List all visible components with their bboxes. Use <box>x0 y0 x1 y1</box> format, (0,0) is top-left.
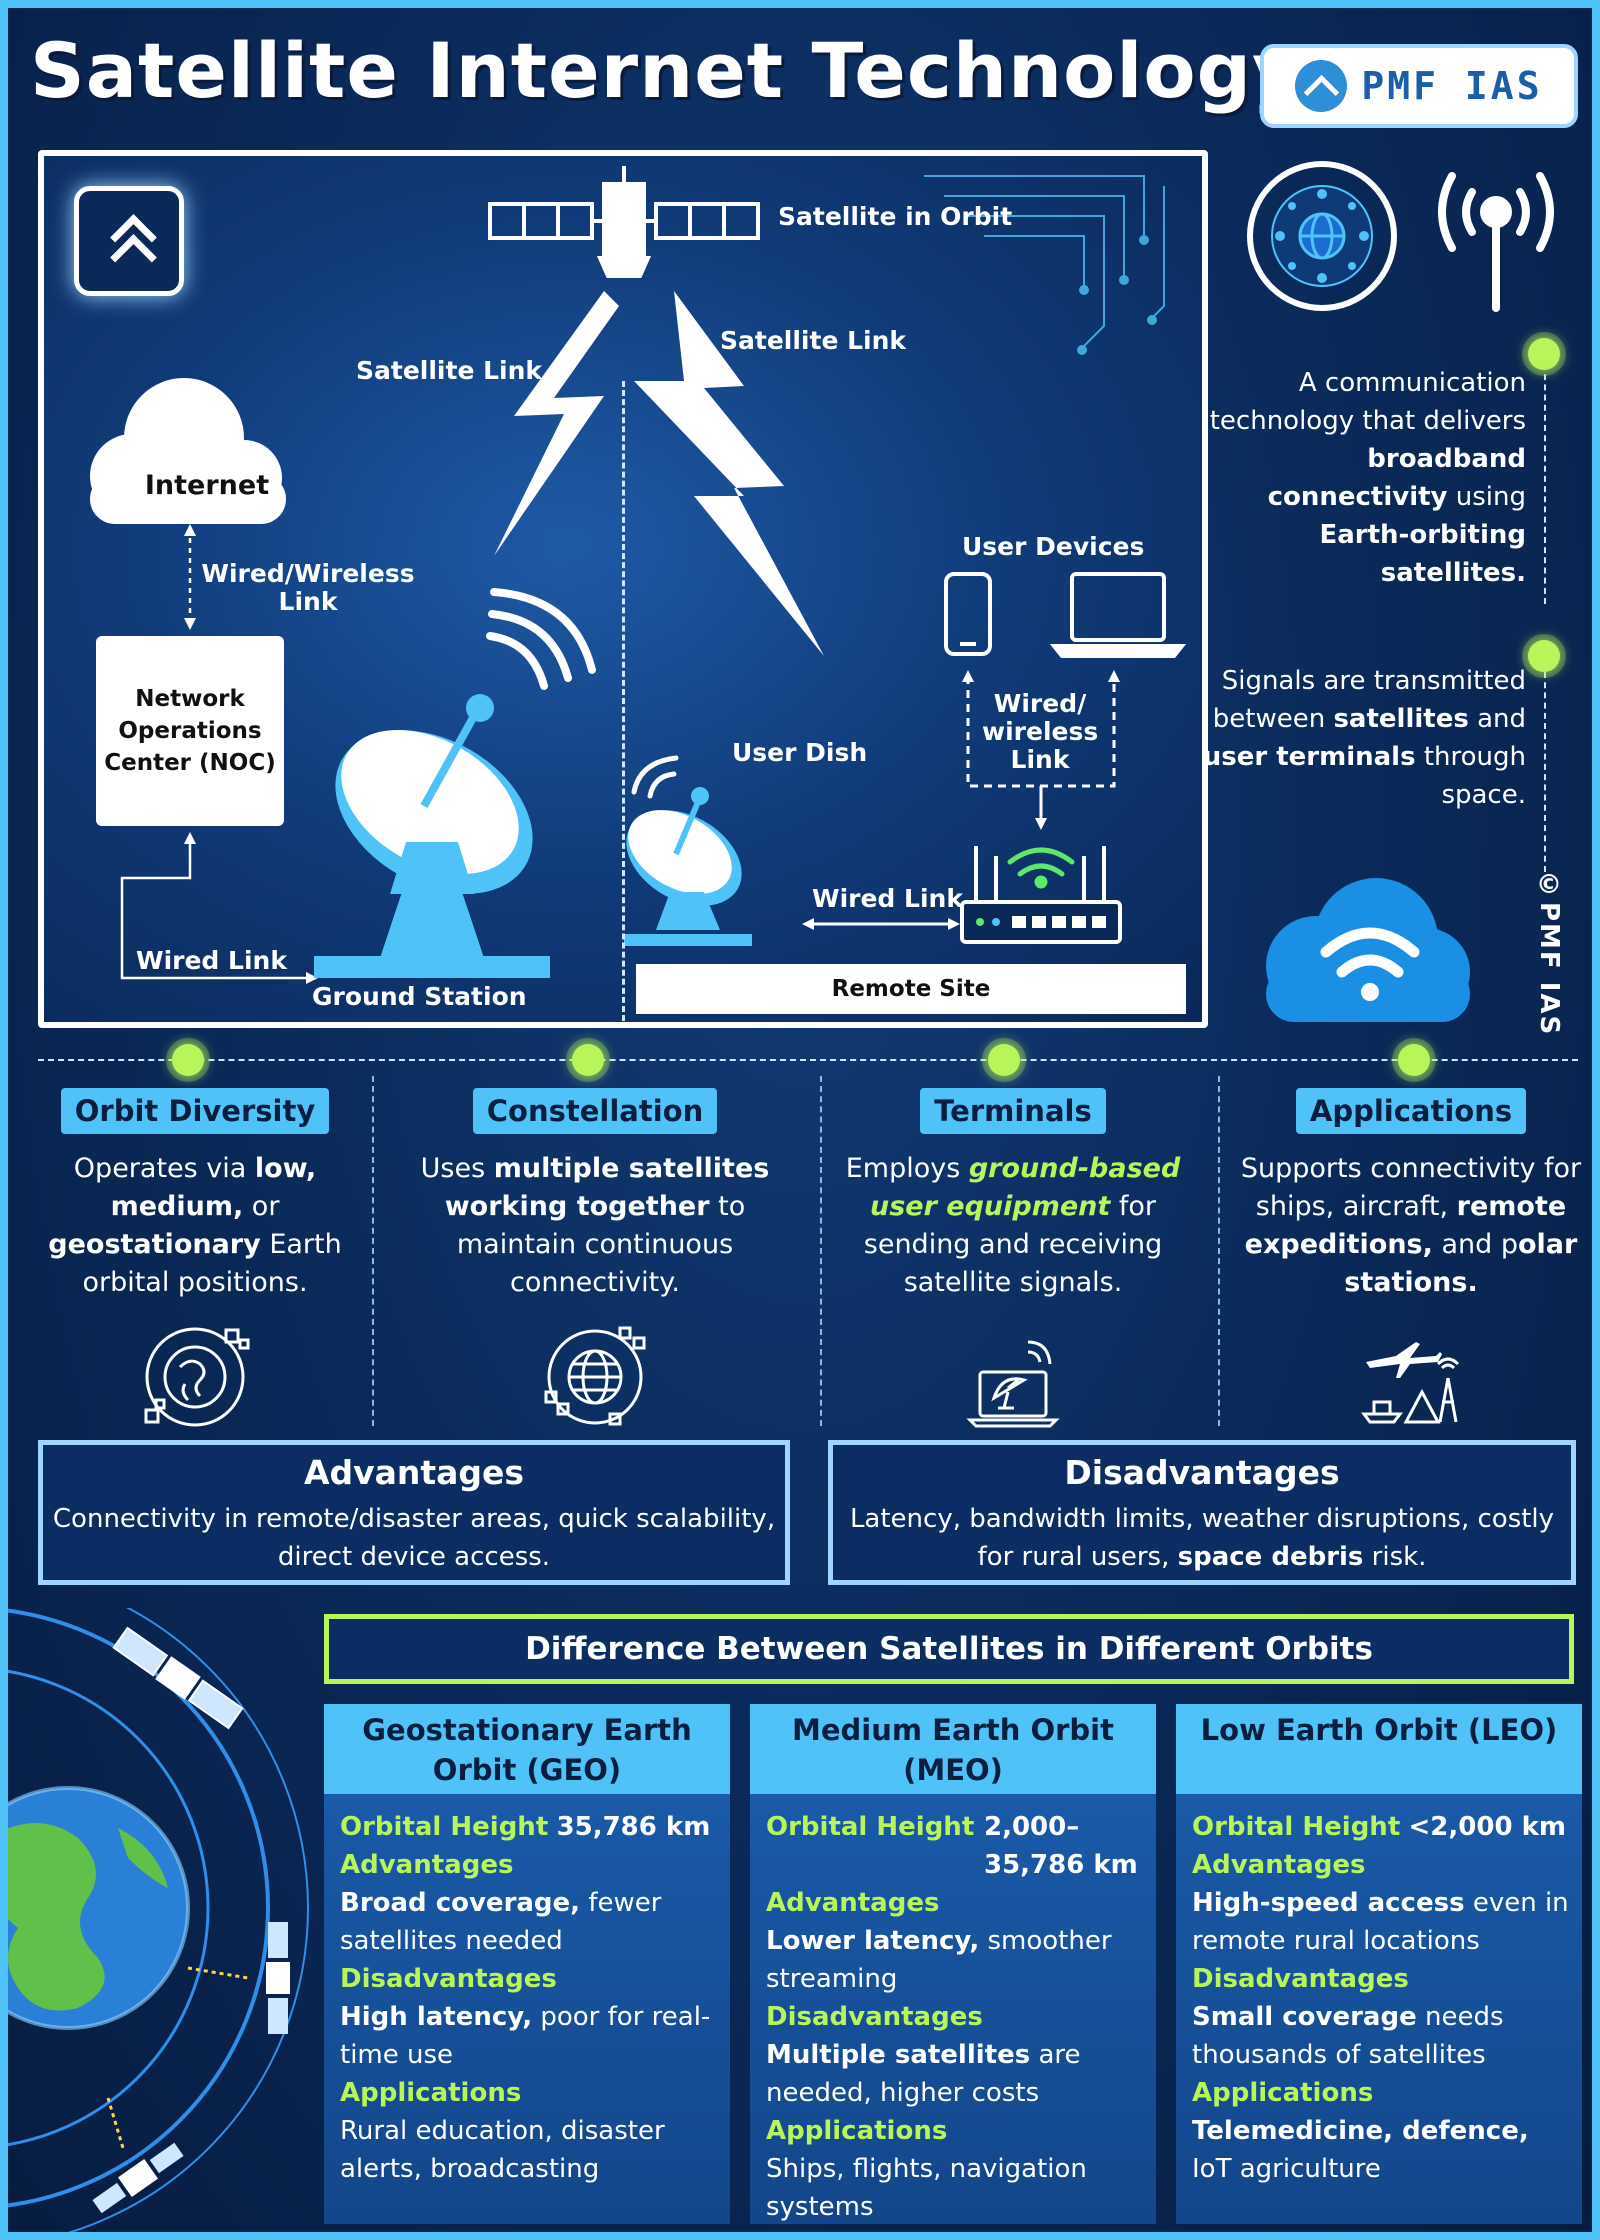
user-devices-label: User Devices <box>962 532 1145 561</box>
feature-separator <box>372 1076 374 1426</box>
satellite-icon-mid <box>266 1922 290 2034</box>
logo-text: PMF IAS <box>1361 64 1543 108</box>
difference-title: Difference Between Satellites in Differe… <box>324 1614 1574 1684</box>
wifi-cloud-icon <box>1266 878 1470 1022</box>
diagram-divider <box>622 381 625 1021</box>
wired-link-right-label: Wired Link <box>812 884 963 913</box>
satellite-label: Satellite in Orbit <box>778 202 1013 231</box>
advantages-text: Connectivity in remote/disaster areas, q… <box>52 1504 776 1572</box>
feature-separator <box>820 1076 822 1426</box>
globe-antenna-art <box>1247 161 1554 312</box>
feature-text: Supports connectivity for ships, aircraf… <box>1240 1153 1582 1298</box>
internet-label: Internet <box>144 470 270 501</box>
feature-orbit-diversity: Orbit Diversity Operates via low, medium… <box>10 1088 380 1428</box>
feature-tag: Applications <box>1295 1088 1527 1134</box>
description-definition: A communication technology that delivers… <box>1209 368 1526 588</box>
network-diagram: Satellite in Orbit Satellite Link Satell… <box>38 150 1208 1028</box>
bullet-dot <box>572 1044 604 1076</box>
lightning-right <box>634 291 824 656</box>
feature-tag: Terminals <box>920 1088 1106 1134</box>
page-title: Satellite Internet Technology <box>30 26 1303 115</box>
bullet-dot <box>1398 1044 1430 1076</box>
orbit-body: Orbital Height 35,786 km Advantages Broa… <box>324 1794 730 2224</box>
ground-station-dish-icon <box>314 588 596 978</box>
ground-station-label: Ground Station <box>312 982 527 1011</box>
orbit-column-leo: Low Earth Orbit (LEO) Orbital Height <2,… <box>1176 1704 1582 2224</box>
advantages-box: Advantages Connectivity in remote/disast… <box>38 1440 790 1585</box>
router-icon <box>960 846 1122 944</box>
copyright-text: ©PMF IAS <box>1534 870 1564 1037</box>
feature-separator <box>1218 1076 1220 1426</box>
satellite-icon-top <box>112 1626 244 1730</box>
wired-link-left-label: Wired Link <box>136 946 287 975</box>
user-dish-label: User Dish <box>732 738 868 767</box>
feature-tag: Constellation <box>472 1088 718 1134</box>
orbit-body: Orbital Height <2,000 km Advantages High… <box>1176 1794 1582 2224</box>
satellite-link-left-label: Satellite Link <box>356 356 543 385</box>
orbit-header: Geostationary Earth Orbit (GEO) <box>324 1704 730 1794</box>
globe-icon <box>1298 212 1346 260</box>
diagram-art <box>90 166 1187 984</box>
wifi-signal-icon <box>1007 847 1075 889</box>
wired-wireless-label: Wired/Wireless Link <box>201 559 415 616</box>
feature-constellation: Constellation Uses multiple satellites w… <box>410 1088 780 1428</box>
globe-satellites-icon <box>544 1326 646 1426</box>
bullet-dot <box>988 1044 1020 1076</box>
features-divider <box>38 1059 1578 1061</box>
bullet-dot <box>1528 338 1560 370</box>
bullet-dot <box>172 1044 204 1076</box>
orbit-header: Medium Earth Orbit (MEO) <box>750 1704 1156 1794</box>
user-dish-icon <box>624 755 752 946</box>
lightning-left <box>494 291 619 556</box>
orbit-header: Low Earth Orbit (LEO) <box>1176 1704 1582 1794</box>
user-wireless-label: Wired/ wireless Link <box>982 689 1099 774</box>
feature-text: Uses multiple satellites working togethe… <box>420 1153 770 1298</box>
cloud-icon <box>90 378 286 524</box>
desc-dashed-line-2 <box>1544 672 1546 872</box>
plane-ship-tower-icon <box>1361 1342 1460 1424</box>
phone-icon <box>944 572 992 656</box>
satellite-icon-bottom <box>92 2142 184 2214</box>
desc-dashed-line-1 <box>1544 364 1546 604</box>
feature-terminals: Terminals Employs ground-based user equi… <box>828 1088 1198 1428</box>
earth-orbit-icon <box>144 1327 250 1427</box>
feature-applications: Applications Supports connectivity for s… <box>1226 1088 1592 1428</box>
advantages-title: Advantages <box>303 1453 525 1492</box>
disadvantages-text: Latency, bandwidth limits, weather disru… <box>849 1504 1555 1572</box>
feature-text: Operates via low, medium, or geostationa… <box>48 1153 342 1298</box>
orbit-column-geo: Geostationary Earth Orbit (GEO) Orbital … <box>324 1704 730 2224</box>
bullet-dot <box>1528 640 1560 672</box>
feature-text: Employs ground-based user equipment for … <box>845 1153 1181 1298</box>
logo-icon <box>1295 60 1348 112</box>
laptop-dish-icon <box>966 1340 1060 1428</box>
chevron-up-icon <box>74 186 184 296</box>
description-signals: Signals are transmitted between satellit… <box>1202 666 1526 810</box>
noc-box: Network Operations Center (NOC) <box>96 636 284 826</box>
antenna-icon <box>1438 172 1554 312</box>
feature-tag: Orbit Diversity <box>60 1088 330 1134</box>
brand-logo: PMF IAS <box>1260 44 1578 128</box>
circuit-lines <box>924 175 1165 355</box>
satellite-icon <box>488 166 760 278</box>
earth-icon <box>8 1786 190 2030</box>
remote-site-label: Remote Site <box>636 964 1186 1014</box>
satellite-link-right-label: Satellite Link <box>720 326 907 355</box>
disadvantages-box: Disadvantages Latency, bandwidth limits,… <box>828 1440 1576 1585</box>
disadvantages-title: Disadvantages <box>1064 1453 1340 1492</box>
earth-orbit-art <box>8 1608 309 2232</box>
laptop-icon <box>1049 572 1187 658</box>
